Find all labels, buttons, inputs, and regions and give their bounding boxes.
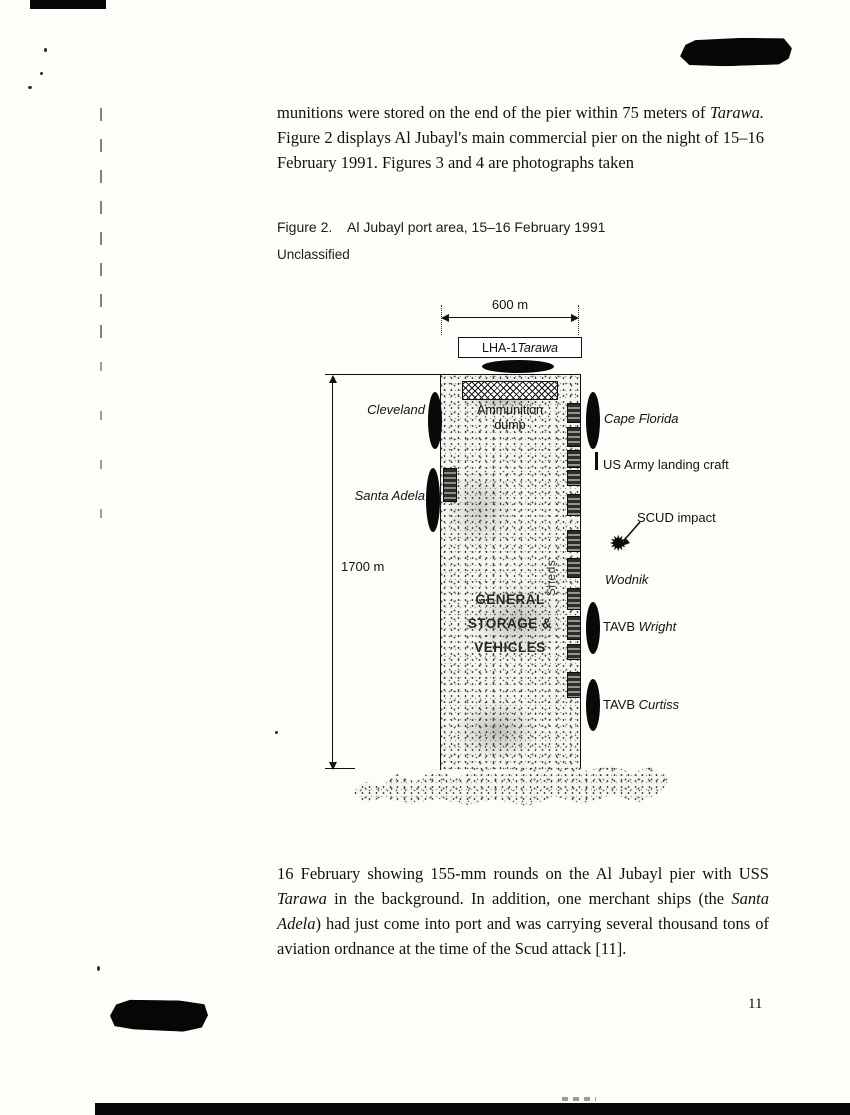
landing-craft-symbol	[567, 427, 581, 447]
classification-label: Unclassified	[277, 247, 350, 262]
scan-artifact-bottom-bar	[95, 1103, 850, 1115]
paragraph-bottom: 16 February showing 155-mm rounds on the…	[277, 861, 769, 961]
dimension-line-1700m	[332, 380, 333, 764]
scud-impact-burst-icon: ✹	[609, 531, 628, 556]
ship-silhouette-cleveland	[428, 392, 442, 449]
text-run: munitions were stored on the end of the …	[277, 103, 711, 122]
label-wodnik: Wodnik	[605, 572, 649, 587]
text-run: in the background. In addition, one merc…	[326, 889, 732, 908]
dimension-tick	[578, 305, 579, 335]
pier-berth-structure	[443, 468, 457, 502]
scan-artifact-top-bar	[30, 0, 106, 9]
arrowhead-right-icon	[571, 313, 579, 322]
label-tavb: TAVB	[603, 697, 639, 712]
label-santa-adela: Santa Adela	[354, 488, 425, 503]
ship-silhouette-wright	[586, 602, 600, 654]
pier-texture-shading	[441, 375, 580, 770]
scan-speck	[97, 966, 100, 971]
dimension-line-600m	[445, 317, 575, 318]
landing-craft-symbol	[567, 644, 581, 660]
ship-name-curtiss: Curtiss	[638, 697, 680, 712]
scan-speck	[44, 48, 47, 52]
dimension-label-1700m: 1700 m	[341, 559, 385, 574]
page-number: 11	[748, 996, 763, 1012]
ammunition-dump-area	[462, 381, 558, 400]
scan-speck	[275, 731, 278, 734]
landing-craft-symbol	[567, 588, 581, 610]
label-tavb: TAVB	[603, 619, 639, 634]
ship-name-wright: Wright	[638, 619, 677, 634]
label-cape-florida: Cape Florida	[604, 411, 679, 426]
label-ammunition-dump: dump	[494, 418, 526, 432]
label-scud-impact: SCUD impact	[637, 510, 716, 525]
label-tavb-wright: TAVB Wright	[603, 619, 677, 635]
label-us-army-landing-craft: US Army landing craft	[603, 457, 729, 472]
ship-silhouette-curtiss	[586, 679, 600, 731]
arrowhead-left-icon	[441, 313, 449, 322]
dimension-tick-bottom	[325, 768, 355, 769]
landing-craft-symbol	[567, 558, 581, 578]
landing-craft-symbol	[567, 470, 581, 486]
text-run: Figure 2 displays Al Jubayl's main comme…	[277, 128, 764, 172]
dimension-label-600m: 600 m	[491, 297, 529, 312]
ship-name-tarawa: Tarawa	[277, 889, 327, 908]
scan-speck	[40, 72, 43, 75]
landing-craft-symbol	[567, 494, 581, 516]
pier	[440, 374, 581, 770]
label-general-storage: STORAGE &	[467, 616, 553, 631]
landing-craft-tick	[595, 452, 598, 470]
paragraph-top: munitions were stored on the end of the …	[277, 100, 764, 175]
label-tavb-curtiss: TAVB Curtiss	[603, 697, 680, 713]
ship-name-tarawa: Tarawa.	[710, 103, 764, 122]
label-lha1: LHA-1	[482, 340, 518, 355]
scan-artifact-margin-dashes	[100, 362, 102, 522]
landing-craft-symbol	[567, 450, 581, 468]
ship-silhouette-tarawa	[482, 360, 554, 373]
ship-silhouette-santa-adela	[426, 468, 440, 532]
arrowhead-up-icon	[328, 375, 337, 383]
scan-smudge	[562, 1097, 596, 1101]
landing-craft-symbol	[567, 672, 581, 698]
label-ammunition-dump: Ammunition	[477, 403, 543, 417]
scan-artifact-margin-dashes	[100, 108, 102, 348]
label-general-storage: VEHICLES	[474, 640, 546, 655]
arrowhead-down-icon	[328, 762, 337, 770]
landing-craft-symbol	[567, 403, 581, 423]
label-general-storage: GENERAL	[475, 592, 545, 607]
lha1-tarawa-berth-box: LHA-1 Tarawa	[458, 337, 582, 358]
ship-name-tarawa: Tarawa	[517, 340, 558, 355]
ship-silhouette-cape-florida	[586, 392, 600, 449]
dimension-tick	[441, 305, 442, 335]
label-cleveland: Cleveland	[367, 402, 425, 417]
text-run: 16 February showing 155-mm rounds on the…	[277, 864, 769, 883]
landing-craft-symbol	[567, 530, 581, 552]
dimension-tick-top	[325, 374, 440, 375]
scud-impact-arrow-icon	[622, 521, 641, 546]
ship-name-santa-adela: Santa Adela	[277, 889, 769, 933]
scan-speck	[28, 86, 32, 89]
text-run: ) had just come into port and was carryi…	[277, 914, 769, 958]
landing-craft-symbol	[567, 616, 581, 640]
figure-caption: Figure 2. Al Jubayl port area, 15–16 Feb…	[277, 219, 606, 235]
